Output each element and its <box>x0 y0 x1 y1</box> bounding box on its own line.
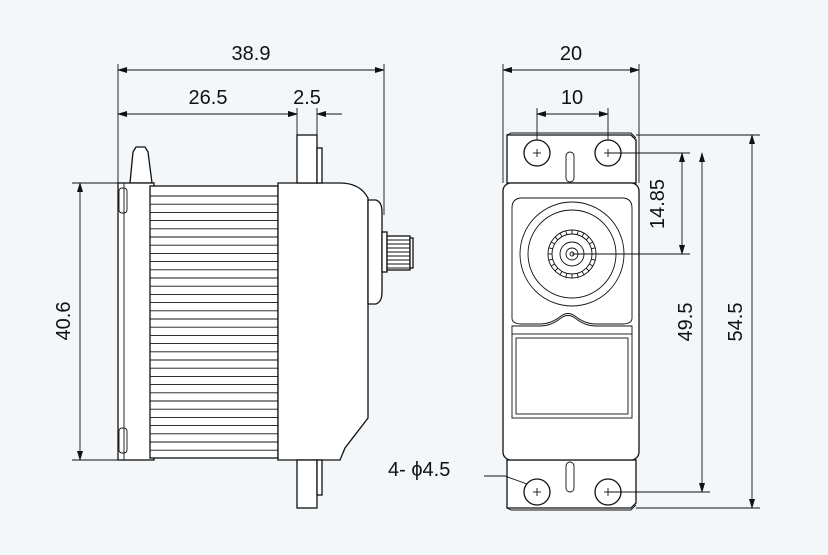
top-slot <box>565 151 575 183</box>
left-cap <box>117 182 155 461</box>
bottom-slot <box>565 461 575 493</box>
mounting-hole <box>523 478 551 506</box>
mounting-hole <box>523 139 551 167</box>
bottom-flange <box>296 459 318 509</box>
front-dimensions <box>484 64 760 509</box>
label-window <box>511 333 633 419</box>
dim-hole-spacing-x: 10 <box>561 87 583 109</box>
output-cap <box>367 199 383 305</box>
front-view <box>502 132 640 511</box>
dim-hole-diameter: 4- ϕ4.5 <box>388 459 450 481</box>
ribbed-body <box>149 185 279 459</box>
dim-overall-length: 38.9 <box>232 43 271 65</box>
connector-nub <box>129 146 153 184</box>
side-view <box>117 134 414 509</box>
dim-height: 40.6 <box>53 302 75 341</box>
front-body <box>502 182 640 461</box>
dim-body-length: 26.5 <box>189 87 228 109</box>
upper-panel <box>511 197 633 325</box>
dim-overall-height: 54.5 <box>725 303 747 342</box>
dim-width: 20 <box>560 43 582 65</box>
main-housing <box>277 182 369 461</box>
dim-hole-spacing-y: 49.5 <box>675 303 697 342</box>
dim-flange-thickness: 2.5 <box>293 87 321 109</box>
rib-lines <box>150 195 278 451</box>
dim-shaft-offset: 14.85 <box>647 179 669 229</box>
side-dimensions <box>72 64 385 461</box>
top-flange <box>296 134 318 184</box>
spline <box>386 235 411 271</box>
